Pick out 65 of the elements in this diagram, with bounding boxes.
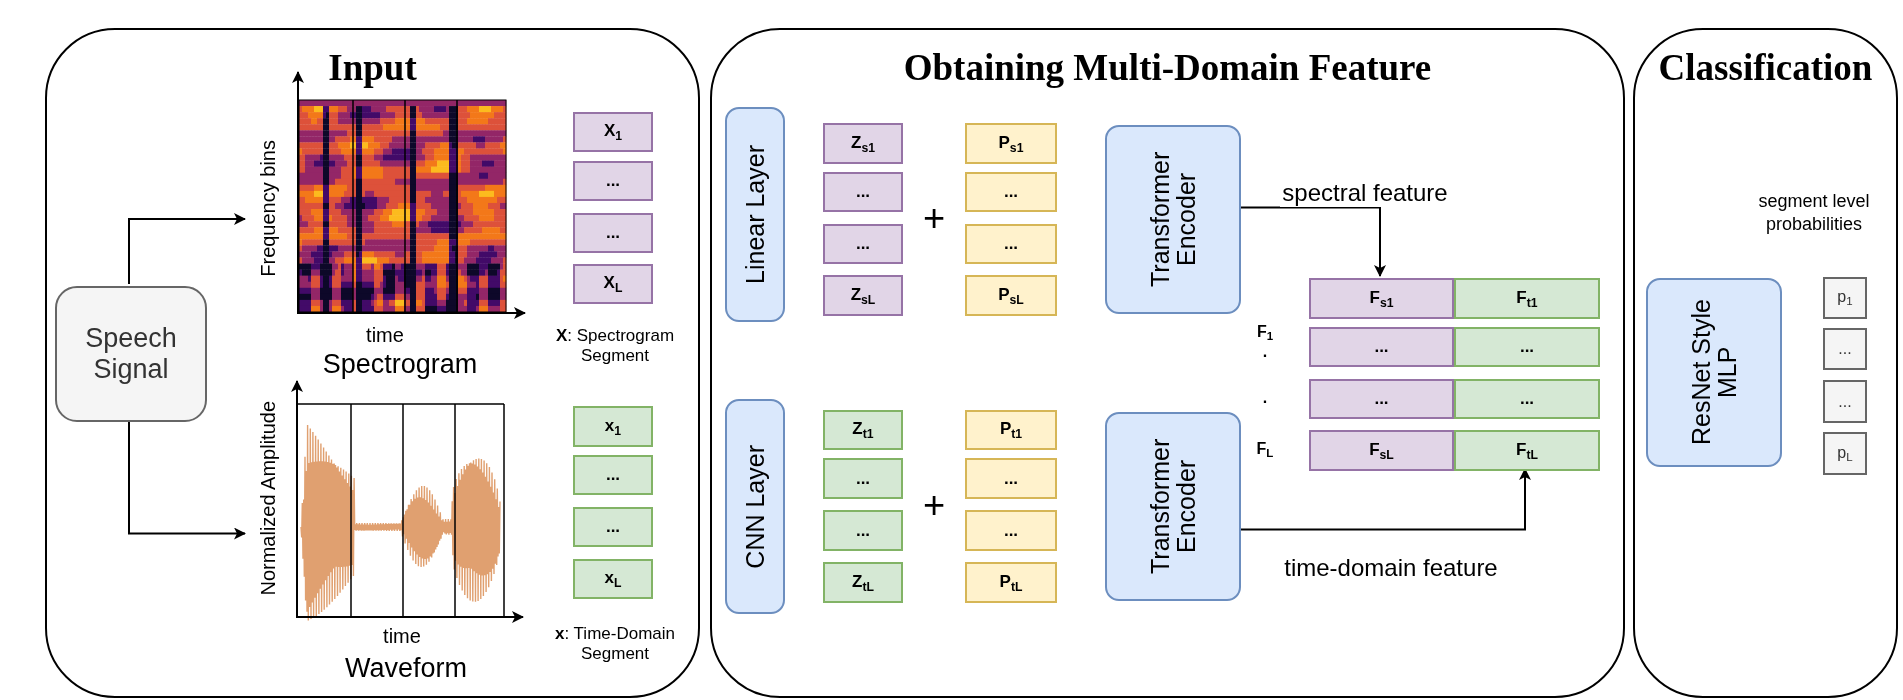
axis-label: Normalized Amplitude (257, 401, 279, 598)
position-embedding-box: ... (965, 172, 1057, 212)
plot-caption: Waveform (345, 652, 467, 684)
position-embedding-box: P$_{sL}$ (965, 275, 1057, 316)
layer-box: Transformer Encoder (1105, 125, 1241, 314)
panel-frame (710, 28, 1625, 698)
segment-box: ... (823, 224, 903, 264)
segment-box: ... (823, 458, 903, 499)
segment-box: ... (573, 161, 653, 201)
caption-text: X: Spectrogram Segment (554, 326, 676, 366)
plus-sign: + (922, 196, 946, 240)
plus-sign: + (922, 483, 946, 527)
probability-box: ... (1823, 380, 1867, 423)
position-embedding-box: P$_{s1}$ (965, 123, 1057, 164)
segment-box: ... (1454, 327, 1600, 367)
ellipsis-dot: . (1262, 343, 1268, 361)
segment-box: ... (1309, 327, 1454, 367)
panel-title: Classification (1657, 46, 1874, 90)
position-embedding-box: ... (965, 510, 1057, 551)
arrow (128, 213, 246, 285)
segment-box: Z$_{s1}$ (823, 123, 903, 164)
panel-title: Obtaining Multi-Domain Feature (902, 46, 1433, 90)
segment-box: ... (573, 507, 653, 547)
segment-box: ... (823, 172, 903, 212)
probability-box: ... (1823, 328, 1867, 370)
row-label: F$_{L}$ (1256, 440, 1274, 460)
segment-box: ... (1309, 379, 1454, 419)
axis-label: time (366, 323, 404, 347)
segment-box: X$_{L}$ (573, 264, 653, 304)
segment-box: F$_{tL}$ (1454, 430, 1600, 471)
caption-text: x: Time-Domain Segment (554, 624, 676, 664)
annotation-text: segment level probabilities (1757, 189, 1871, 236)
panel-title: Input (327, 46, 418, 90)
row-label: F$_{1}$ (1256, 323, 1274, 343)
panel-frame (1633, 28, 1898, 698)
position-embedding-box: ... (965, 224, 1057, 264)
segment-box: x$_{1}$ (573, 406, 653, 447)
segment-box: x$_{L}$ (573, 559, 653, 599)
process-box: Speech Signal (55, 286, 207, 422)
layer-box: Transformer Encoder (1105, 412, 1241, 601)
segment-box: Z$_{t1}$ (823, 410, 903, 450)
segment-box: ... (1454, 379, 1600, 419)
probability-box: p$_{1}$ (1823, 277, 1867, 319)
panel-frame (45, 28, 700, 698)
segment-box: F$_{s1}$ (1309, 278, 1454, 319)
segment-box: F$_{sL}$ (1309, 430, 1454, 471)
segment-box: Z$_{sL}$ (823, 275, 903, 316)
segment-box: ... (573, 213, 653, 253)
segment-box: X$_{1}$ (573, 112, 653, 152)
position-embedding-box: P$_{tL}$ (965, 562, 1057, 603)
layer-box: CNN Layer (725, 399, 785, 614)
ellipsis-dot: . (1262, 389, 1268, 407)
segment-box: ... (823, 510, 903, 551)
position-embedding-box: P$_{t1}$ (965, 410, 1057, 450)
segment-box: ... (573, 455, 653, 495)
axis-label: Frequency bins (257, 140, 279, 279)
position-embedding-box: ... (965, 458, 1057, 499)
segment-box: F$_{t1}$ (1454, 278, 1600, 319)
plot-caption: Spectrogram (322, 348, 478, 380)
axis-label: time (383, 624, 421, 648)
segment-box: Z$_{tL}$ (823, 562, 903, 603)
probability-box: p$_{L}$ (1823, 432, 1867, 475)
arrow (128, 419, 246, 540)
layer-box: Linear Layer (725, 107, 785, 322)
layer-box: ResNet Style MLP (1646, 278, 1782, 467)
